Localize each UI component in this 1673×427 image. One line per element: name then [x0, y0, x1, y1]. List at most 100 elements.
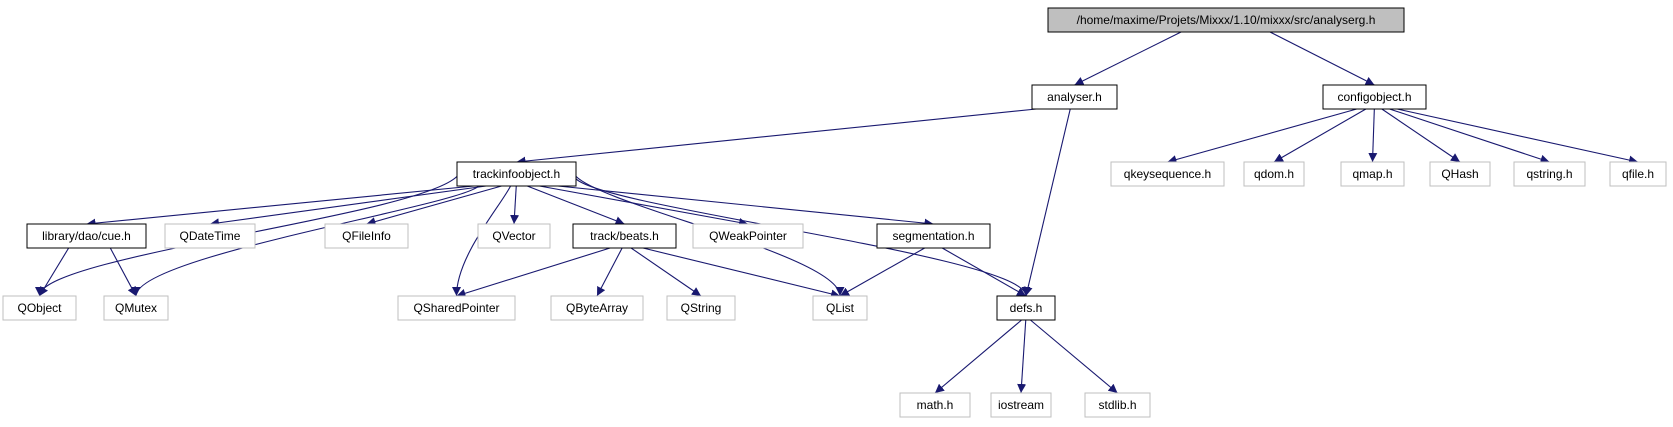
node-qvector: QVector	[477, 223, 551, 249]
node-box	[2, 295, 77, 321]
node-label: QHash	[1441, 167, 1478, 181]
node-label: QString	[681, 301, 722, 315]
edge-defs-to-iostream	[1017, 319, 1027, 394]
node-label: QDateTime	[180, 229, 241, 243]
node-cue[interactable]: library/dao/cue.h	[26, 223, 147, 249]
node-qmutex: QMutex	[103, 295, 169, 321]
node-trackinfoobject[interactable]: trackinfoobject.h	[456, 161, 577, 187]
edge-configobject-to-qfile	[1397, 108, 1639, 165]
node-label: defs.h	[1010, 301, 1043, 315]
node-label: QList	[826, 301, 855, 315]
node-qhash: QHash	[1429, 161, 1491, 187]
node-box	[1047, 7, 1405, 33]
node-box	[477, 223, 551, 249]
edge-defs-to-math	[934, 319, 1022, 394]
node-box	[1243, 161, 1305, 187]
node-qfileinfo: QFileInfo	[324, 223, 409, 249]
edge-trackinfoobject-to-qmutex	[131, 185, 480, 297]
node-box	[164, 223, 256, 249]
node-label: track/beats.h	[590, 229, 659, 243]
node-box	[990, 392, 1052, 418]
edges-layer	[35, 31, 1639, 394]
node-qlist: QList	[812, 295, 868, 321]
node-box	[1340, 161, 1405, 187]
edge-beats-to-qstring	[630, 247, 702, 297]
node-configobject[interactable]: configobject.h	[1322, 84, 1427, 110]
nodes-layer: /home/maxime/Projets/Mixxx/1.10/mixxx/sr…	[2, 7, 1667, 418]
node-qstring: QString	[666, 295, 736, 321]
edge-trackinfoobject-to-segmentation	[557, 185, 934, 228]
node-box	[812, 295, 868, 321]
node-math: math.h	[899, 392, 971, 418]
node-label: math.h	[917, 398, 954, 412]
edge-trackinfoobject-to-defs	[575, 178, 1031, 297]
node-box	[324, 223, 409, 249]
node-box	[572, 223, 677, 249]
edge-trackinfoobject-to-qfileinfo	[366, 185, 502, 226]
node-defs[interactable]: defs.h	[996, 295, 1056, 321]
node-box	[876, 223, 991, 249]
node-label: stdlib.h	[1098, 398, 1136, 412]
node-stdlib: stdlib.h	[1084, 392, 1151, 418]
node-box	[899, 392, 971, 418]
node-qfile: qfile.h	[1609, 161, 1667, 187]
node-segmentation[interactable]: segmentation.h	[876, 223, 991, 249]
node-box	[1322, 84, 1427, 110]
node-box	[456, 161, 577, 187]
node-label: analyser.h	[1047, 90, 1102, 104]
node-beats[interactable]: track/beats.h	[572, 223, 677, 249]
edge-trackinfoobject-to-qweakpointer	[539, 185, 749, 227]
node-iostream: iostream	[990, 392, 1052, 418]
node-label: /home/maxime/Projets/Mixxx/1.10/mixxx/sr…	[1077, 13, 1376, 27]
node-box	[692, 223, 804, 249]
edge-configobject-to-qhash	[1381, 108, 1461, 163]
node-label: qdom.h	[1254, 167, 1294, 181]
node-box	[550, 295, 644, 321]
node-label: qkeysequence.h	[1124, 167, 1211, 181]
edge-cue-to-qobject	[39, 247, 70, 297]
node-box	[103, 295, 169, 321]
node-qweakpointer: QWeakPointer	[692, 223, 804, 249]
edge-beats-to-qlist	[642, 247, 841, 299]
edge-trackinfoobject-to-beats	[527, 185, 625, 225]
node-label: configobject.h	[1337, 90, 1411, 104]
node-qsharedpointer: QSharedPointer	[397, 295, 516, 321]
node-analyser[interactable]: analyser.h	[1031, 84, 1118, 110]
node-box	[1429, 161, 1491, 187]
node-box	[1110, 161, 1225, 187]
node-box	[996, 295, 1056, 321]
node-qobject: QObject	[2, 295, 77, 321]
edge-trackinfoobject-to-qdatetime	[209, 185, 487, 228]
node-label: qmap.h	[1352, 167, 1392, 181]
node-label: segmentation.h	[892, 229, 974, 243]
edge-segmentation-to-defs	[941, 247, 1027, 297]
edge-configobject-to-qmap	[1368, 108, 1378, 163]
node-box	[1513, 161, 1586, 187]
node-label: QSharedPointer	[413, 301, 499, 315]
node-label: QWeakPointer	[709, 229, 787, 243]
edge-configobject-to-qkeysequence	[1167, 108, 1357, 164]
node-label: iostream	[998, 398, 1044, 412]
node-label: qstring.h	[1526, 167, 1572, 181]
edge-analyser-to-defs	[1023, 108, 1071, 297]
node-qdom: qdom.h	[1243, 161, 1305, 187]
node-label: QByteArray	[566, 301, 628, 315]
node-qmap: qmap.h	[1340, 161, 1405, 187]
node-label: trackinfoobject.h	[473, 167, 560, 181]
node-label: QObject	[17, 301, 62, 315]
node-label: QMutex	[115, 301, 157, 315]
node-label: library/dao/cue.h	[42, 229, 131, 243]
node-root[interactable]: /home/maxime/Projets/Mixxx/1.10/mixxx/sr…	[1047, 7, 1405, 33]
node-box	[1031, 84, 1118, 110]
node-box	[26, 223, 147, 249]
node-box	[1084, 392, 1151, 418]
edge-configobject-to-qstring_h	[1389, 108, 1550, 164]
node-label: QVector	[492, 229, 535, 243]
edge-root-to-configobject	[1269, 31, 1375, 86]
edge-analyser-to-trackinfoobject	[516, 108, 1037, 166]
node-label: QFileInfo	[342, 229, 391, 243]
node-qstring_h: qstring.h	[1513, 161, 1586, 187]
edge-beats-to-qbytearray	[596, 247, 623, 297]
edge-segmentation-to-qlist	[839, 247, 925, 297]
